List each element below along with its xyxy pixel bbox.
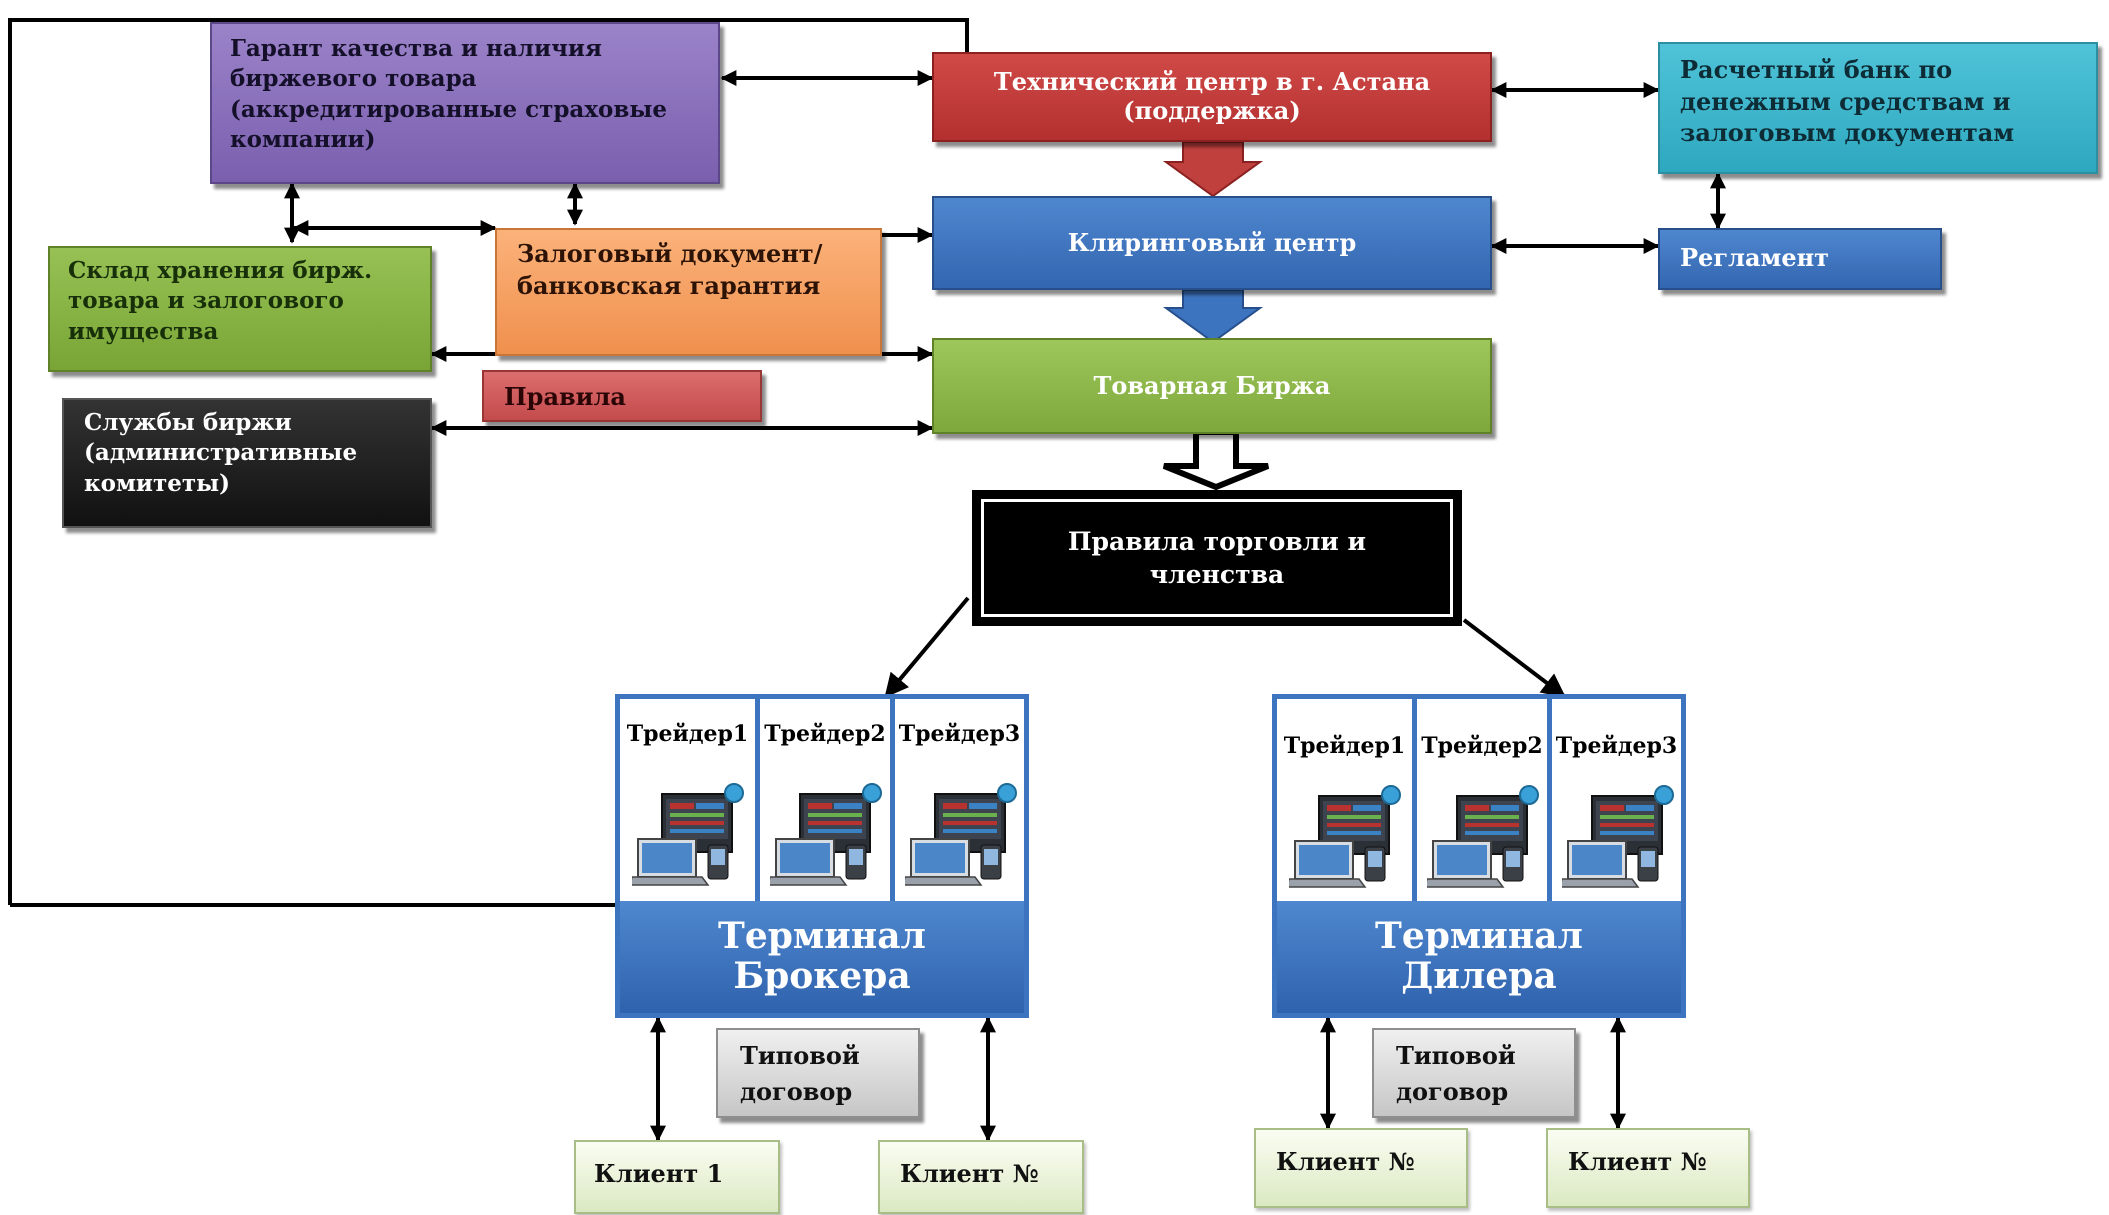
terminal-title-line: Дилера xyxy=(1401,955,1557,997)
trading-workstation-icon xyxy=(632,783,744,886)
node-exchange-services: Службы биржи (административные комитеты) xyxy=(62,398,432,528)
terminal-title-line: Терминал xyxy=(1375,915,1583,958)
client-dealer-1: Клиент № xyxy=(1254,1128,1468,1208)
node-commodity-exchange: Товарная Биржа xyxy=(932,338,1492,434)
arrow-rules-broker xyxy=(884,596,970,698)
trading-workstation-icon xyxy=(1562,785,1674,888)
node-warehouse: Склад хранения бирж. товара и залогового… xyxy=(48,246,432,372)
trading-workstation-icon xyxy=(770,783,882,886)
trading-workstation-icon xyxy=(1427,785,1539,888)
trader-label: Трейдер3 xyxy=(1555,733,1678,759)
node-trading-rules: Правила торговли и членства xyxy=(972,490,1462,626)
node-regulation: Регламент xyxy=(1658,228,1942,290)
client-broker-1: Клиент 1 xyxy=(574,1140,780,1214)
client-dealer-n: Клиент № xyxy=(1546,1128,1750,1208)
node-collateral: Залоговый документ/банковская гарантия xyxy=(495,228,882,356)
trading-workstation-icon xyxy=(905,783,1017,886)
trader-label: Трейдер3 xyxy=(898,721,1021,747)
broker-terminal: Трейдер1 Трейдер2 xyxy=(615,694,1029,1018)
client-broker-n: Клиент № xyxy=(878,1140,1084,1214)
terminal-title-line: Терминал xyxy=(718,915,926,958)
dealer-contract: Типовой договор xyxy=(1372,1028,1576,1118)
flow-arrow-tech-clearing xyxy=(1162,141,1264,198)
node-settlement-bank: Расчетный банк по денежным средствам и з… xyxy=(1658,42,2098,174)
trader-label: Трейдер1 xyxy=(626,721,749,747)
node-guarantor: Гарант качества и наличия биржевого това… xyxy=(210,22,720,184)
node-rules: Правила xyxy=(482,370,762,422)
dealer-terminal-title: Терминал Дилера xyxy=(1277,901,1681,1013)
node-clearing-center: Клиринговый центр xyxy=(932,196,1492,290)
arrow-rules-dealer xyxy=(1462,618,1566,698)
flow-arrow-clearing-exchange xyxy=(1162,289,1264,344)
broker-terminal-title: Терминал Брокера xyxy=(620,901,1024,1013)
flow-arrow-exchange-rules xyxy=(1162,429,1270,491)
dealer-terminal: Трейдер1 Трейдер2 xyxy=(1272,694,1686,1018)
trading-workstation-icon xyxy=(1289,785,1401,888)
feedback-loop-line xyxy=(8,18,969,905)
trader-label: Трейдер2 xyxy=(764,721,886,747)
trader-label: Трейдер2 xyxy=(1421,733,1543,759)
node-tech-center: Технический центр в г. Астана (поддержка… xyxy=(932,52,1492,142)
terminal-title-line: Брокера xyxy=(733,955,911,997)
broker-contract: Типовой договор xyxy=(716,1028,920,1118)
trader-label: Трейдер1 xyxy=(1283,733,1406,759)
